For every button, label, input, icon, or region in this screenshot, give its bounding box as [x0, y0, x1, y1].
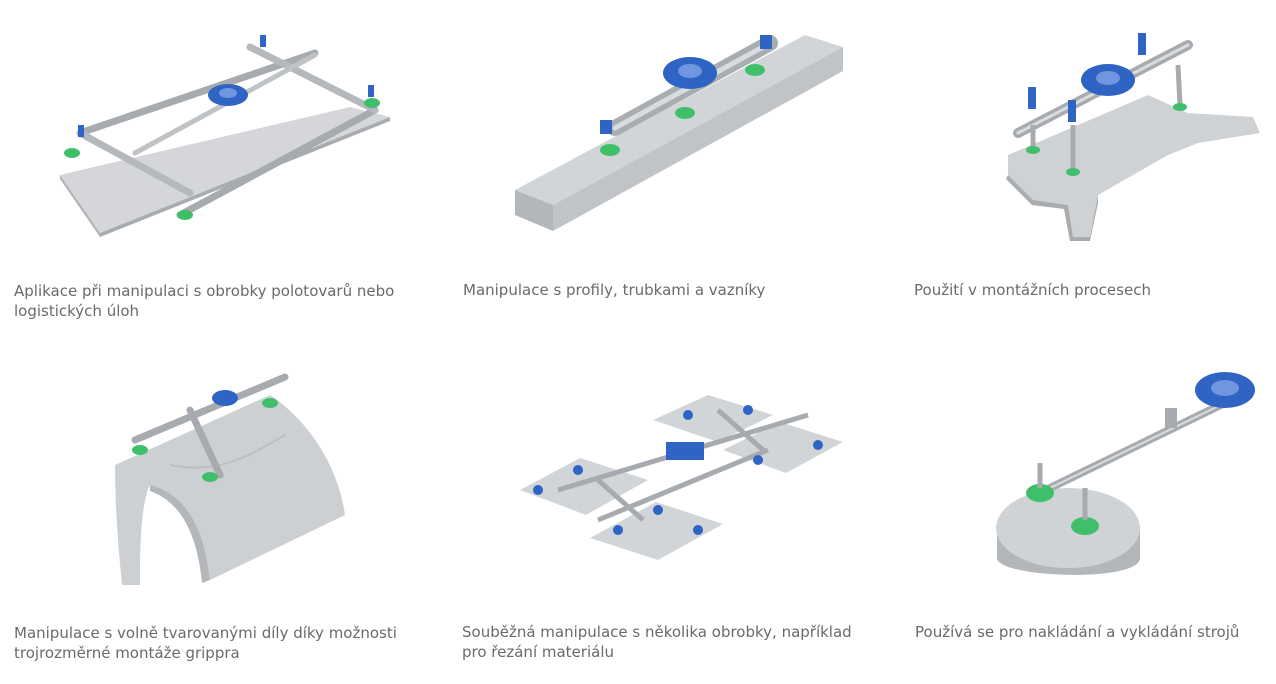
profile-beam-gripper-image: [515, 35, 843, 231]
gallery-item-1: [50, 25, 400, 245]
gallery-item-6: [995, 368, 1265, 588]
round-part-gripper-image: [996, 372, 1255, 575]
gallery-item-2: [505, 25, 850, 235]
gallery-item-5: [518, 380, 848, 575]
flat-panel-gripper-image: [60, 35, 390, 237]
gallery-caption-5: Souběžná manipulace s několika obrobky, …: [462, 623, 852, 661]
gallery-caption-4: Manipulace s volně tvarovanými díly díky…: [14, 624, 397, 662]
gallery-caption-3: Použití v montážních procesech: [914, 281, 1151, 299]
gallery-caption-2: Manipulace s profily, trubkami a vazníky: [463, 281, 766, 299]
assembly-part-gripper-image: [1006, 33, 1260, 241]
gallery-item-3: [998, 25, 1268, 245]
multi-workpiece-gripper-image: [520, 395, 843, 560]
gallery-caption-1: Aplikace při manipulaci s obrobky poloto…: [14, 282, 395, 320]
gallery-item-4: [110, 365, 350, 590]
gallery-caption-6: Používá se pro nakládání a vykládání str…: [915, 623, 1240, 641]
curved-part-gripper-image: [115, 373, 345, 585]
